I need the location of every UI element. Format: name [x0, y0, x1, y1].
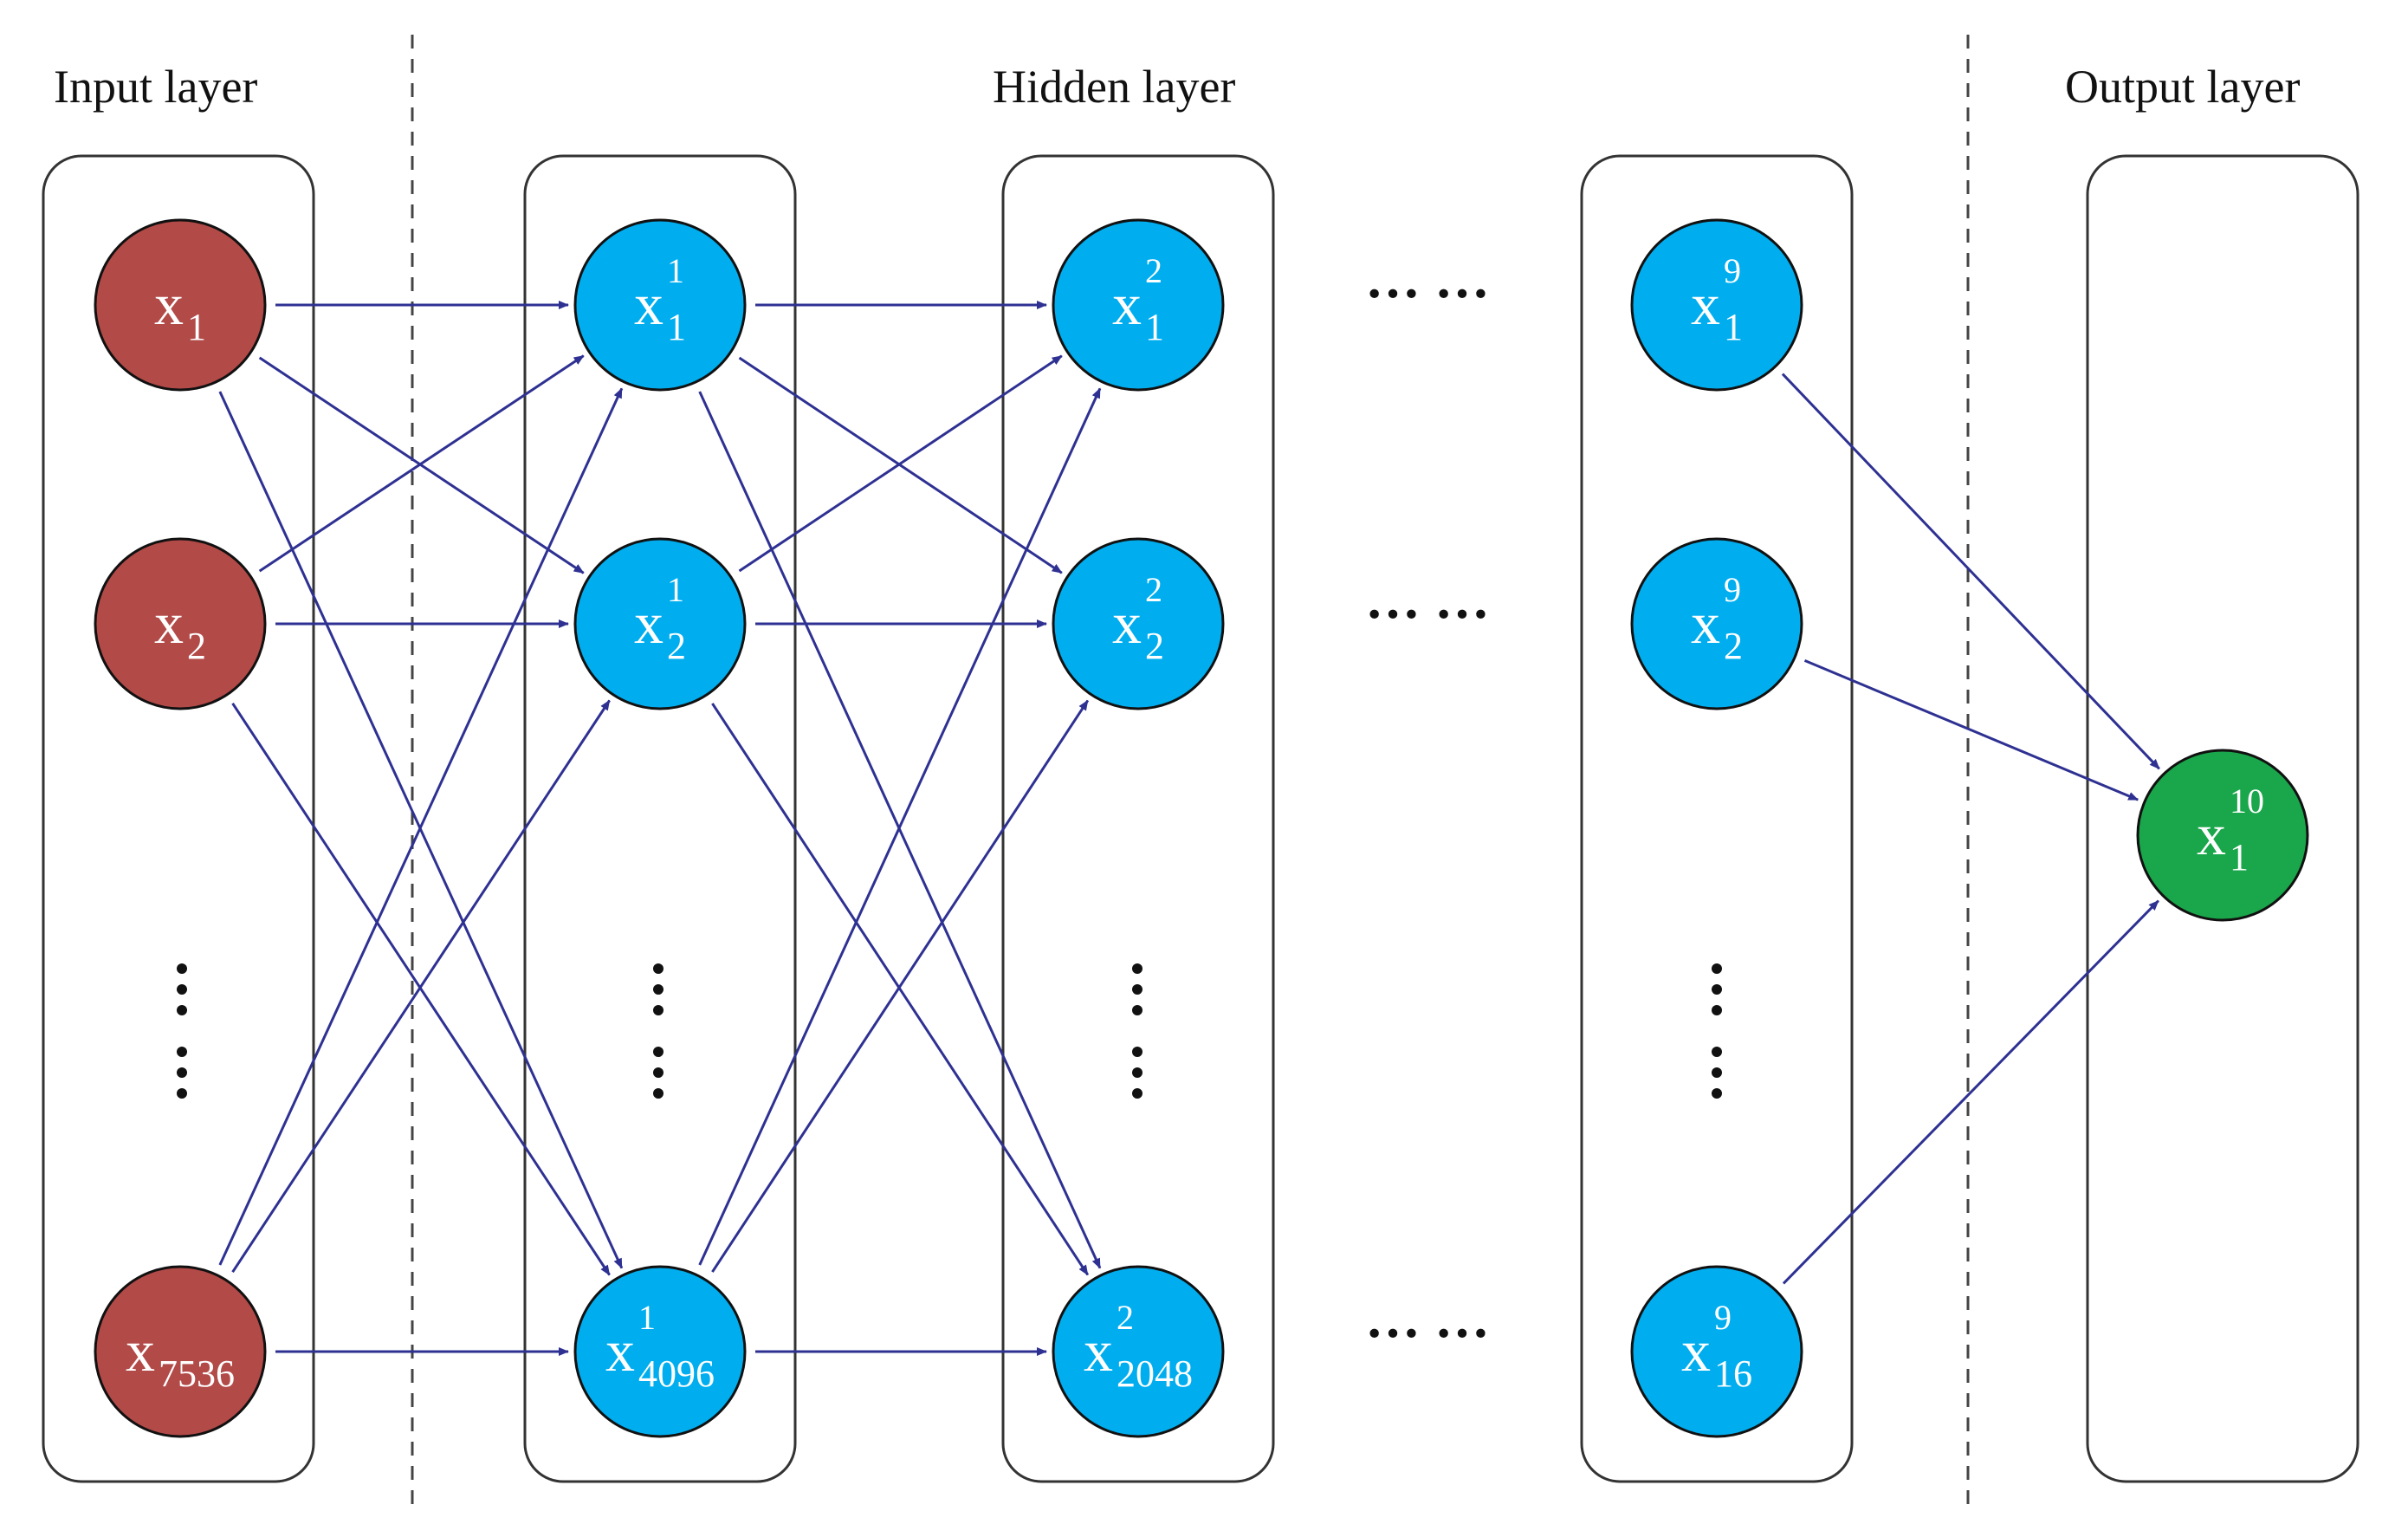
h2-node-3-circle — [1052, 1265, 1225, 1438]
h1-node-1-symbol: x — [634, 271, 663, 337]
h2-node-1-subscript: 1 — [1145, 306, 1164, 348]
edge-input-3-to-h1-1 — [218, 387, 624, 1266]
edge-h1-1-to-h2-2 — [738, 356, 1063, 574]
input-vertical-ellipsis — [177, 963, 187, 1099]
input-node-1-circle — [94, 218, 267, 392]
input-node-1-symbol: x — [154, 271, 184, 337]
h1-node-2-symbol: x — [634, 590, 663, 656]
input-node-2-subscript: 2 — [187, 625, 206, 667]
input-node-2-symbol: x — [154, 590, 184, 656]
h2-node-3-symbol: x — [1084, 1318, 1113, 1384]
h2-node-2-subscript: 2 — [1145, 625, 1164, 667]
h1-node-3-subscript: 4096 — [638, 1352, 715, 1395]
edge-h9-1-to-output-1 — [1781, 373, 2160, 770]
output-layer-title: Output layer — [2065, 61, 2300, 113]
edge-h1-3-to-h2-1 — [698, 387, 1102, 1266]
h1-node-2-superscript: 1 — [667, 570, 684, 609]
hidden-layer-2-box — [1001, 154, 1275, 1483]
h1-node-3-superscript: 1 — [638, 1298, 656, 1337]
edge-h1-3-to-h2-2 — [711, 699, 1090, 1273]
h9-node-3-circle — [1630, 1265, 1803, 1438]
input-layer-title: Input layer — [54, 61, 257, 113]
hidden-layer-title: Hidden layer — [993, 61, 1235, 113]
h1-node-2-circle — [573, 537, 747, 710]
output-layer-box — [2086, 154, 2359, 1483]
edge-h1-2-to-h2-3 — [711, 703, 1090, 1276]
h9-node-2-circle — [1630, 537, 1803, 710]
input-node-3-symbol: x — [126, 1318, 155, 1384]
connection-edges — [218, 301, 2160, 1356]
h2-node-2-circle — [1052, 537, 1225, 710]
row-1-horizontal-ellipsis: ··· ··· — [1365, 263, 1490, 324]
h1-node-1-subscript: 1 — [667, 306, 686, 348]
edge-input-2-to-h1-1 — [258, 354, 585, 573]
h9-node-1-subscript: 1 — [1724, 306, 1743, 348]
hidden-9-vertical-ellipsis — [1712, 963, 1722, 1099]
output-node-1-symbol: x — [2197, 801, 2226, 867]
edge-h1-2-to-h2-1 — [738, 354, 1063, 573]
h9-node-2-symbol: x — [1691, 590, 1720, 656]
h9-node-1-circle — [1630, 218, 1803, 392]
h2-node-2-symbol: x — [1112, 590, 1142, 656]
h9-node-2-superscript: 9 — [1724, 570, 1741, 609]
output-node-1-subscript: 1 — [2230, 836, 2249, 879]
output-node-1-circle — [2136, 749, 2309, 922]
h2-node-3-superscript: 2 — [1117, 1298, 1134, 1337]
edge-input-2-to-h1-3 — [231, 703, 611, 1276]
h2-node-1-circle — [1052, 218, 1225, 392]
h9-node-2-subscript: 2 — [1724, 625, 1743, 667]
h9-node-1-superscript: 9 — [1724, 251, 1741, 290]
h1-node-3-symbol: x — [605, 1318, 635, 1384]
h2-node-3-subscript: 2048 — [1117, 1352, 1193, 1395]
output-node-1-superscript: 10 — [2230, 781, 2264, 820]
hidden-2-vertical-ellipsis — [1132, 963, 1143, 1099]
row-2-horizontal-ellipsis: ··· ··· — [1365, 583, 1490, 645]
input-node-1-subscript: 1 — [187, 306, 206, 348]
edge-h1-1-to-h2-3 — [698, 391, 1102, 1269]
h1-node-1-superscript: 1 — [667, 251, 684, 290]
h9-node-3-superscript: 9 — [1714, 1298, 1732, 1337]
edge-input-1-to-h1-2 — [258, 356, 585, 574]
edge-input-3-to-h1-2 — [231, 699, 611, 1273]
hidden-layer-9-box — [1580, 154, 1854, 1483]
input-node-2-circle — [94, 537, 267, 710]
h1-node-3-circle — [573, 1265, 747, 1438]
edge-h9-3-to-output-1 — [1782, 899, 2159, 1285]
input-node-3-circle — [94, 1265, 267, 1438]
edge-h9-2-to-output-1 — [1803, 659, 2139, 801]
hidden-layer-1-box — [523, 154, 797, 1483]
h9-node-3-symbol: x — [1681, 1318, 1711, 1384]
h2-node-1-superscript: 2 — [1145, 251, 1162, 290]
h9-node-1-symbol: x — [1691, 271, 1720, 337]
row-3-horizontal-ellipsis: ··· ··· — [1365, 1302, 1490, 1364]
h9-node-3-subscript: 16 — [1714, 1352, 1752, 1395]
hidden-1-vertical-ellipsis — [653, 963, 663, 1099]
h2-node-2-superscript: 2 — [1145, 570, 1162, 609]
h1-node-2-subscript: 2 — [667, 625, 686, 667]
h1-node-1-circle — [573, 218, 747, 392]
input-node-3-subscript: 7536 — [159, 1352, 235, 1395]
edge-input-1-to-h1-3 — [218, 391, 624, 1269]
input-layer-box — [42, 154, 315, 1483]
h2-node-1-symbol: x — [1112, 271, 1142, 337]
